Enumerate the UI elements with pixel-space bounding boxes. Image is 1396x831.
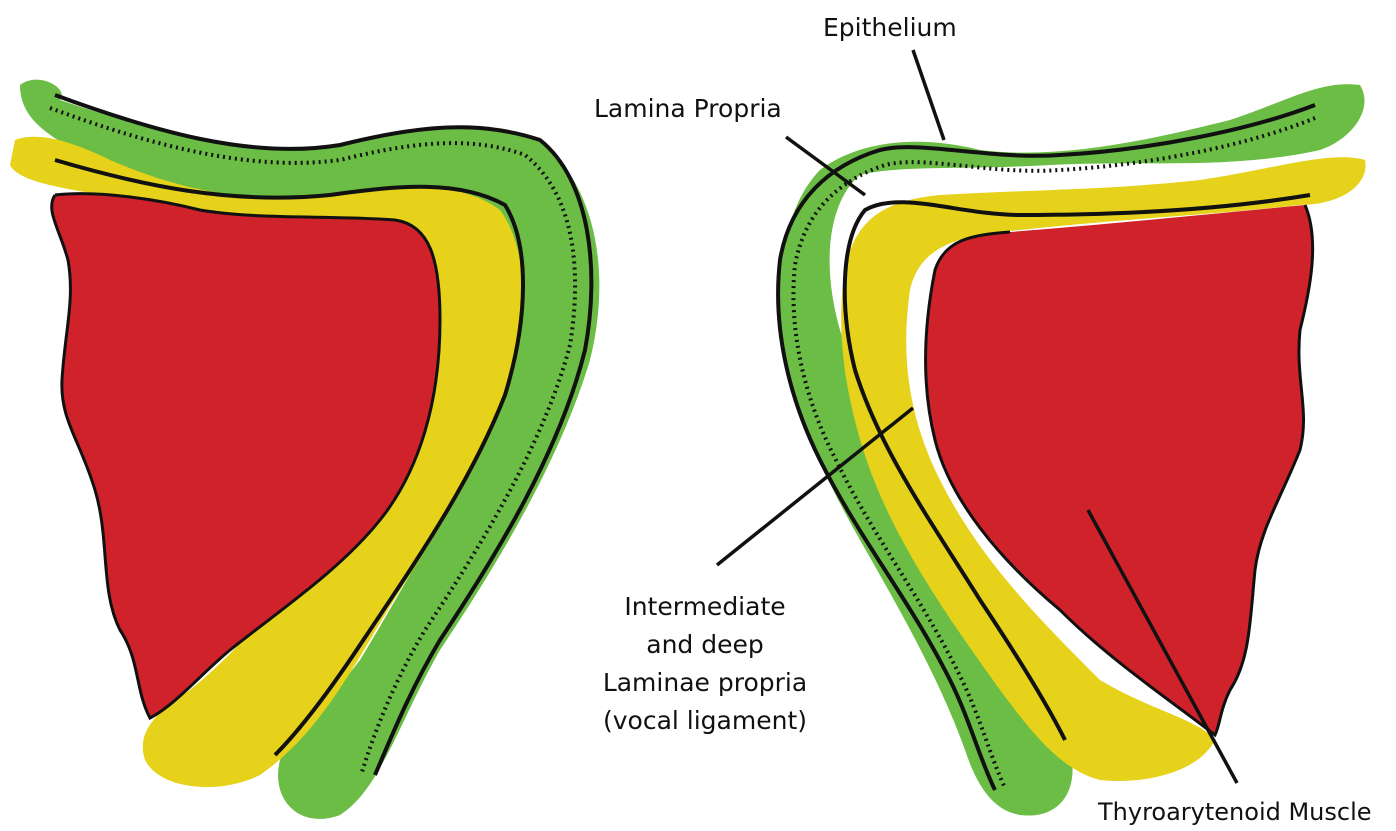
lamina-propria-label: Lamina Propria: [594, 96, 782, 121]
intermediate-label-line-1: Intermediate: [585, 588, 825, 626]
intermediate-deep-laminae-label: Intermediate and deep Laminae propria (v…: [585, 588, 825, 740]
intermediate-label-line-4: (vocal ligament): [585, 702, 825, 740]
intermediate-label-line-2: and deep: [585, 626, 825, 664]
thyroarytenoid-muscle-label: Thyroarytenoid Muscle: [1098, 800, 1372, 824]
right-vocal-fold: [778, 84, 1365, 815]
epithelium-leader-line: [913, 50, 944, 140]
epithelium-label: Epithelium: [823, 15, 957, 40]
left-vocal-fold: [10, 80, 599, 819]
intermediate-label-line-3: Laminae propria: [585, 664, 825, 702]
